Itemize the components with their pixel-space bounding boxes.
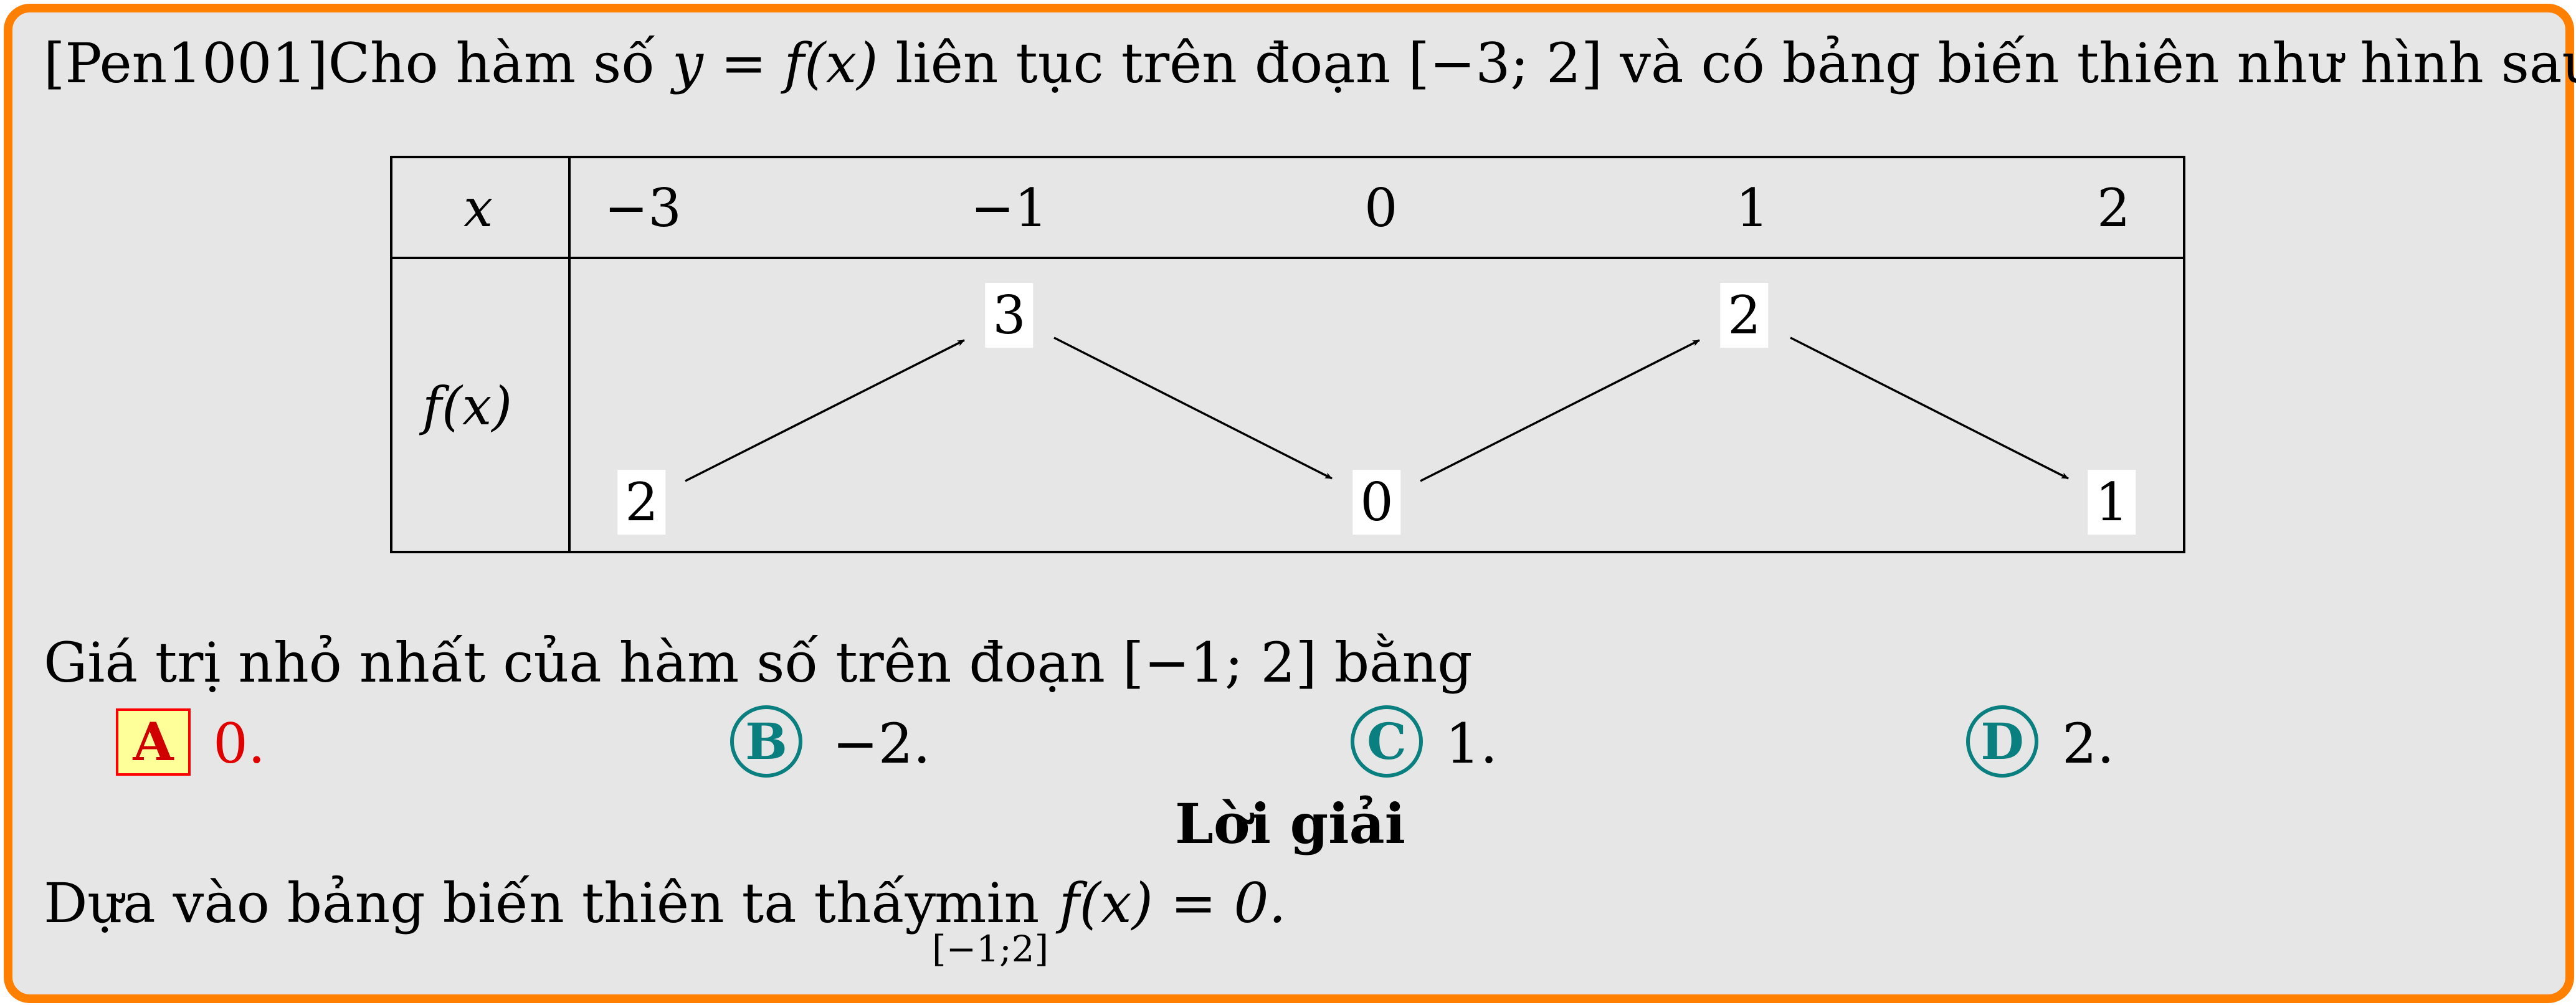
- solution-text-before: Dựa vào bảng biến thiên ta thấy: [44, 871, 936, 935]
- f-value: 2: [1720, 283, 1769, 348]
- x-value: 0: [1364, 178, 1398, 239]
- arrow-up: [685, 339, 965, 482]
- question-card: [4, 4, 2574, 1003]
- x-value: 2: [2097, 178, 2131, 239]
- choice-b-marker[interactable]: B: [730, 705, 802, 778]
- x-value: −3: [604, 178, 682, 239]
- question-mid: liên tục trên đoạn: [895, 31, 1391, 95]
- solution-text-after: f(x) = 0.: [1059, 871, 1286, 935]
- question-line: [Pen1001]Cho hàm số y = f(x) liên tục tr…: [44, 36, 2576, 91]
- variation-arrows: [685, 336, 2069, 482]
- question-intro: Cho hàm số: [328, 31, 655, 95]
- f-value: 3: [985, 283, 1034, 348]
- question-code: [Pen1001]: [44, 31, 328, 95]
- arrow-up: [1420, 339, 1700, 482]
- variation-table: x f(x) −3 −1 0 1 2 2 3 0 2 1: [390, 156, 2185, 553]
- solution-heading: Lời giải: [1175, 791, 1406, 856]
- fx-row-label: f(x): [422, 376, 513, 437]
- choice-d-value[interactable]: 2.: [2062, 712, 2114, 776]
- x-value: 1: [1736, 178, 1769, 239]
- question-interval: [−3; 2]: [1408, 31, 1603, 95]
- question-function: y = f(x): [672, 31, 878, 95]
- table-divider-vertical: [568, 158, 571, 551]
- choice-d-marker[interactable]: D: [1966, 705, 2038, 778]
- arrow-down: [1790, 336, 2069, 480]
- table-divider-horizontal: [392, 257, 2183, 259]
- solution-min: min: [934, 871, 1040, 935]
- x-row-label: x: [463, 178, 493, 239]
- choice-c-value[interactable]: 1.: [1445, 712, 1498, 776]
- choice-b-value[interactable]: −2.: [832, 712, 931, 776]
- choice-a-marker[interactable]: A: [116, 708, 191, 776]
- question-prompt: Giá trị nhỏ nhất của hàm số trên đoạn [−…: [44, 631, 1473, 695]
- question-tail: và có bảng biến thiên như hình sau: [1620, 31, 2576, 95]
- f-value: 0: [1352, 470, 1401, 535]
- f-value: 1: [2088, 470, 2136, 535]
- arrow-down: [1053, 336, 1333, 480]
- choice-a-value[interactable]: 0.: [213, 712, 265, 776]
- f-value: 2: [617, 470, 666, 535]
- x-value: −1: [971, 178, 1048, 239]
- choice-c-marker[interactable]: C: [1351, 705, 1423, 778]
- solution-min-subscript: [−1;2]: [932, 928, 1049, 970]
